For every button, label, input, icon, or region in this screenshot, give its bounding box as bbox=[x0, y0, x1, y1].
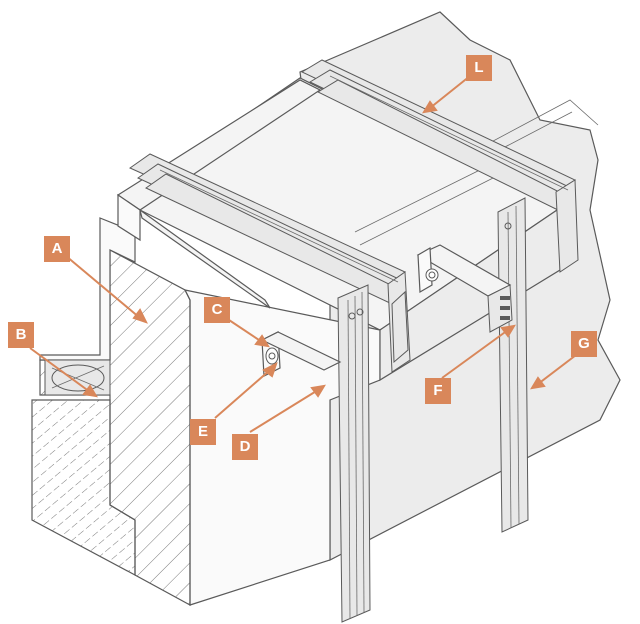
label-b: B bbox=[8, 322, 34, 348]
front-vertical-profile bbox=[337, 284, 371, 623]
rear-bracket bbox=[416, 244, 513, 333]
rear-vertical-profile bbox=[497, 197, 529, 533]
label-c: C bbox=[204, 297, 230, 323]
rear-rail bbox=[300, 59, 579, 273]
wall-section bbox=[31, 217, 191, 607]
label-f: F bbox=[425, 378, 451, 404]
front-rail bbox=[128, 153, 411, 373]
label-l: L bbox=[466, 55, 492, 81]
label-e: E bbox=[190, 419, 216, 445]
callout-arrows bbox=[29, 75, 581, 433]
label-g: G bbox=[571, 331, 597, 357]
label-d: D bbox=[232, 434, 258, 460]
label-a: A bbox=[44, 236, 70, 262]
